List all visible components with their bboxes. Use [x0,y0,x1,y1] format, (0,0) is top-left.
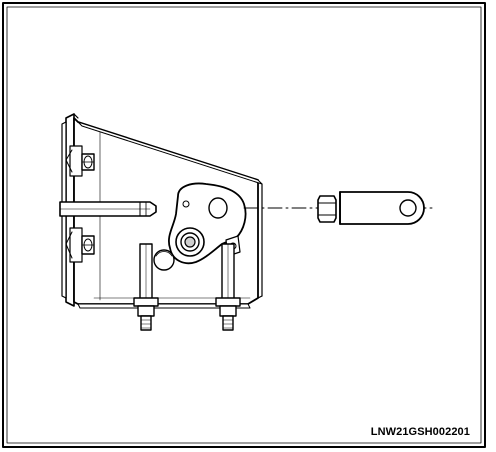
outer-border [2,2,486,448]
lever-plate [168,182,247,265]
right-mounting-stud [215,243,241,331]
shaft [59,201,157,217]
upper-bolt-assembly [65,145,95,177]
housing-body [73,117,263,309]
lower-bolt-assembly [65,227,95,263]
figure-reference-code: LNW21GSH002201 [370,426,470,438]
rod-end-clevis [339,191,425,225]
pivot-ball [153,249,175,271]
left-mounting-stud [133,243,159,331]
lock-nut [317,195,337,223]
